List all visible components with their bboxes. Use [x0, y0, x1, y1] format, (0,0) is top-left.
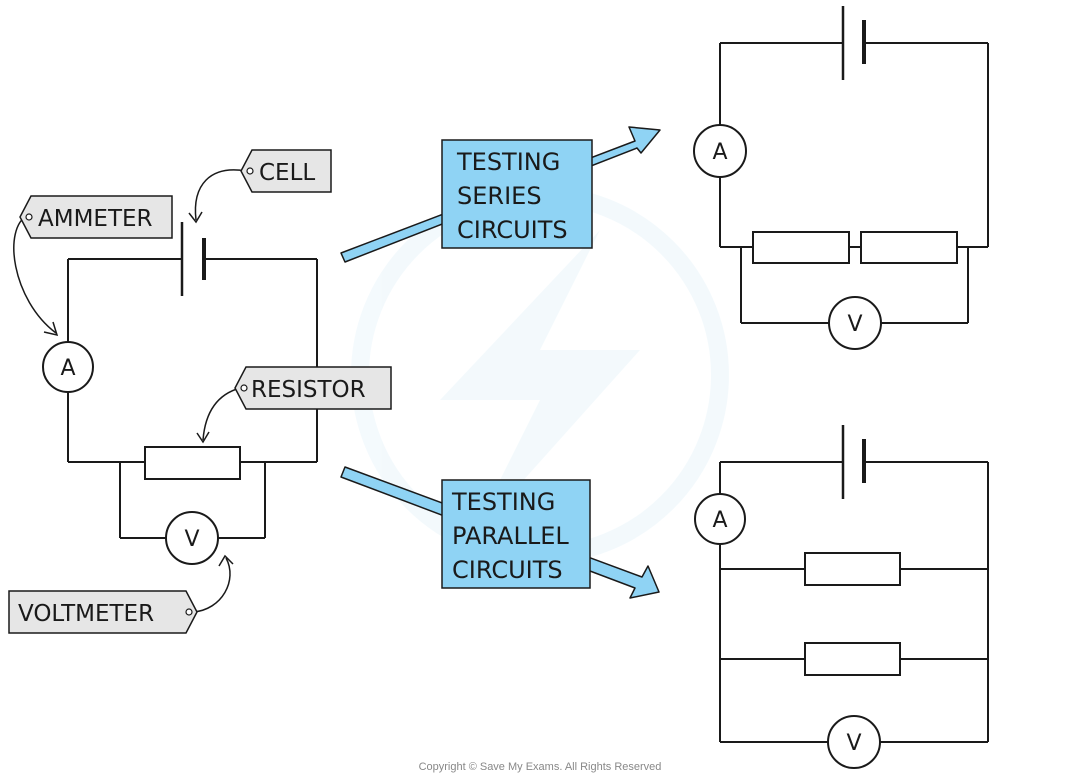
copyright-text: Copyright © Save My Exams. All Rights Re…	[419, 761, 662, 773]
voltmeter-letter-series: V	[847, 312, 862, 337]
ammeter-tag: AMMETER	[19, 195, 173, 239]
resistor-label: RESISTOR	[251, 377, 366, 403]
series-box-line2: SERIES	[457, 182, 542, 210]
voltmeter-letter-parallel: V	[846, 731, 861, 756]
series-box-line3: CIRCUITS	[457, 216, 568, 244]
parallel-label-box: TESTING PARALLEL CIRCUITS	[441, 479, 591, 589]
parallel-box-line1: TESTING	[451, 488, 555, 516]
cell-tag: CELL	[240, 149, 332, 193]
ammeter-symbol	[42, 341, 94, 393]
basic-circuit	[42, 222, 318, 565]
parallel-circuit	[694, 425, 989, 769]
series-circuit	[693, 6, 989, 350]
voltmeter-symbol	[165, 511, 219, 565]
resistor-tag: RESISTOR	[234, 366, 392, 410]
parallel-box-line3: CIRCUITS	[452, 556, 563, 584]
parallel-box-line2: PARALLEL	[452, 522, 569, 550]
ammeter-letter-left: A	[60, 356, 75, 381]
ammeter-letter-parallel: A	[712, 508, 727, 533]
ammeter-label: AMMETER	[38, 206, 153, 232]
voltmeter-letter-left: V	[184, 527, 199, 552]
ammeter-letter-series: A	[712, 140, 727, 165]
voltmeter-tag: VOLTMETER	[8, 590, 198, 634]
series-label-box: TESTING SERIES CIRCUITS	[441, 139, 593, 249]
series-box-line1: TESTING	[456, 148, 560, 176]
resistor-symbol	[144, 446, 241, 480]
label-pointers	[13, 169, 247, 613]
voltmeter-label: VOLTMETER	[18, 601, 154, 627]
cell-label: CELL	[259, 160, 315, 186]
